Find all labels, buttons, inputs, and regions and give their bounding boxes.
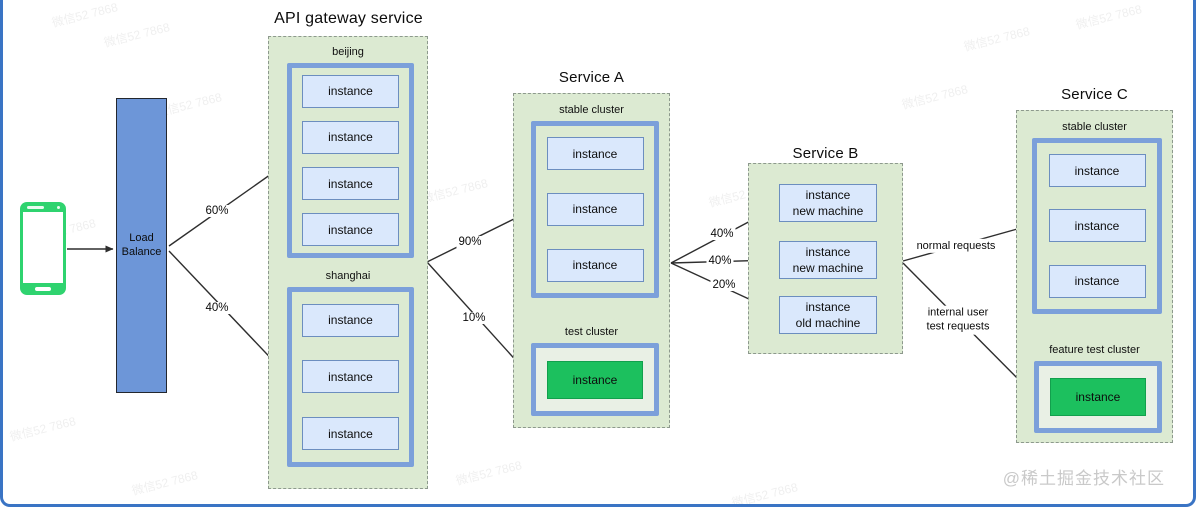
edge-label-40-b2: 40%	[706, 255, 734, 267]
instance-node: instance	[546, 137, 644, 171]
service-a-stable-cluster: instance instance instance	[531, 121, 659, 298]
api-gateway-title: API gateway service	[274, 10, 423, 27]
instance-node: instance	[546, 248, 644, 282]
watermark: 微信52 7868	[50, 0, 120, 30]
service-b-title: Service B	[792, 145, 859, 162]
service-a-container: stable cluster instance instance instanc…	[513, 93, 670, 428]
edge-label-40: 40%	[203, 302, 231, 314]
shanghai-cluster-label: shanghai	[325, 270, 371, 282]
service-a-stable-label: stable cluster	[559, 104, 624, 116]
instance-node-new-machine: instance new machine	[779, 184, 877, 222]
edge-label-20: 20%	[710, 279, 738, 291]
service-c-feature-test-cluster: instance	[1034, 361, 1162, 433]
phone-camera	[57, 206, 60, 209]
service-c-feature-test-label: feature test cluster	[1049, 344, 1140, 356]
watermark: 微信52 7868	[1074, 2, 1144, 32]
service-b-container: instance new machine instance new machin…	[748, 163, 903, 354]
test-instance-node: instance	[547, 360, 643, 399]
service-a-test-label: test cluster	[564, 326, 619, 338]
instance-node: instance	[1048, 264, 1146, 298]
instance-node: instance	[1048, 209, 1146, 243]
instance-node: instance	[302, 74, 399, 108]
service-c-container: stable cluster instance instance instanc…	[1016, 110, 1173, 443]
phone-screen	[23, 212, 63, 283]
api-gateway-container: beijing instance instance instance insta…	[268, 36, 428, 489]
edge-label-60: 60%	[203, 205, 231, 217]
load-balancer-node: Load Balance	[116, 98, 167, 393]
instance-label-line2: new machine	[792, 204, 864, 218]
instance-node-new-machine: instance new machine	[779, 241, 877, 279]
edge-label-90: 90%	[456, 236, 484, 248]
phone-speaker	[27, 206, 44, 209]
instance-node: instance	[302, 213, 399, 247]
mobile-client-icon	[20, 202, 66, 295]
load-balancer-label-line1: Load	[129, 231, 154, 244]
watermark: 微信52 7868	[420, 176, 490, 206]
watermark: 微信52 7868	[130, 468, 200, 498]
watermark: 微信52 7868	[8, 414, 78, 444]
test-instance-node: instance	[1050, 378, 1146, 416]
instance-label-line2: new machine	[792, 261, 864, 275]
watermark: 微信52 7868	[730, 480, 800, 507]
instance-node: instance	[302, 360, 399, 394]
instance-node: instance	[302, 417, 399, 451]
edge-label-40-b1: 40%	[708, 228, 736, 240]
service-a-test-cluster: instance	[531, 343, 659, 416]
edge-label-normal-requests: normal requests	[914, 238, 998, 254]
edge-label-10: 10%	[460, 312, 488, 324]
instance-node: instance	[302, 120, 399, 154]
community-credit-watermark: @稀土掘金技术社区	[1002, 469, 1165, 488]
service-a-title: Service A	[558, 69, 625, 86]
instance-label-line1: instance	[805, 299, 851, 314]
load-balancer-label-line2: Balance	[121, 245, 162, 258]
instance-node: instance	[302, 167, 399, 201]
watermark: 微信52 7868	[454, 458, 524, 488]
instance-label-line1: instance	[805, 244, 851, 259]
beijing-cluster-label: beijing	[332, 46, 364, 58]
watermark: 微信52 7868	[900, 82, 970, 112]
shanghai-cluster: instance instance instance	[287, 287, 414, 467]
instance-label-line1: instance	[805, 187, 851, 202]
phone-home-button	[35, 287, 51, 291]
beijing-cluster: instance instance instance instance	[287, 63, 414, 258]
instance-node: instance	[546, 192, 644, 226]
instance-node: instance	[1048, 154, 1146, 188]
watermark: 微信52 7868	[962, 24, 1032, 54]
edge-label-line2: test requests	[926, 321, 990, 333]
service-c-stable-cluster: instance instance instance	[1032, 138, 1162, 314]
instance-label-line2: old machine	[795, 316, 861, 330]
instance-node-old-machine: instance old machine	[779, 296, 877, 334]
edge-label-internal-user-test-requests: internal user test requests	[924, 305, 992, 335]
edge-label-line1: internal user	[927, 306, 989, 319]
service-c-stable-label: stable cluster	[1062, 121, 1127, 133]
watermark: 微信52 7868	[102, 20, 172, 50]
service-c-title: Service C	[1061, 86, 1128, 103]
instance-node: instance	[302, 303, 399, 337]
